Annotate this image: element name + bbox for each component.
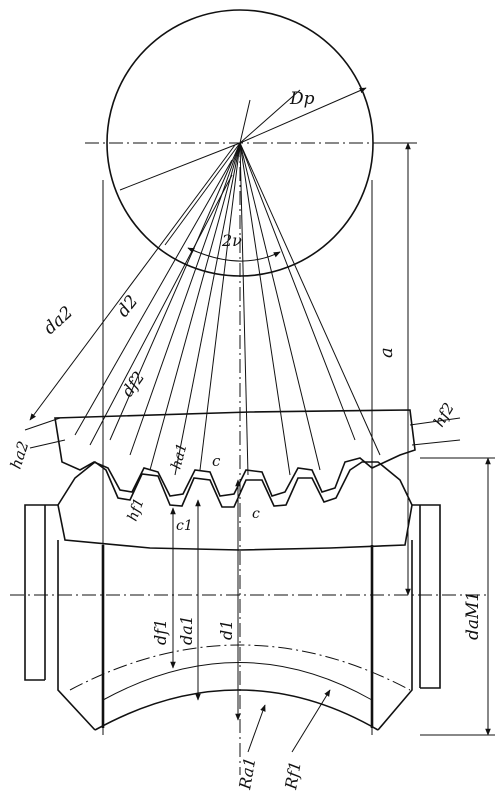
label-ra1: Ra1 — [235, 756, 259, 792]
label-d2: d2 — [113, 292, 142, 321]
label-da2: da2 — [40, 303, 77, 339]
label-hf2: hf2 — [430, 400, 458, 430]
label-ha2: ha2 — [7, 439, 33, 471]
label-ha1: ha1 — [168, 442, 190, 472]
label-c-lower: c — [252, 506, 260, 522]
angle-2nu-arc — [187, 247, 281, 262]
dimension-lines — [24, 142, 495, 753]
ray-lines — [109, 99, 381, 476]
worm-outline — [24, 504, 441, 731]
label-2nu: 2ν — [221, 231, 242, 250]
label-da1: da1 — [177, 615, 196, 645]
label-dam1: daM1 — [463, 591, 483, 640]
label-dp: Dp — [289, 89, 315, 109]
cutter-circle — [85, 9, 420, 277]
label-rf1: Rf1 — [281, 760, 305, 792]
label-c1: c1 — [176, 518, 193, 534]
label-d1: d1 — [217, 620, 236, 640]
label-c: c — [212, 452, 221, 470]
label-a: a — [376, 347, 397, 358]
worm-wheel-section — [54, 409, 416, 497]
label-df2: df2 — [118, 368, 149, 400]
label-df1: df1 — [151, 619, 170, 645]
label-hf1: hf1 — [125, 496, 148, 523]
